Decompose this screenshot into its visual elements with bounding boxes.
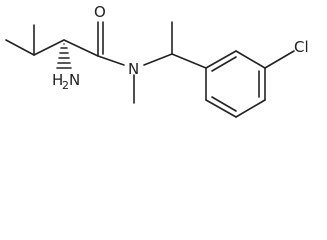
amine-subscript-label: 2 bbox=[62, 79, 69, 92]
bond-isopropyl-calpha bbox=[33, 39, 65, 56]
stereo-hash-bond bbox=[56, 43, 72, 69]
bond-methyl-left bbox=[5, 39, 35, 56]
bond-nitrogen-ch bbox=[143, 53, 173, 66]
bond-carbonyl-nitrogen bbox=[97, 55, 125, 66]
chlorine-label: Cl bbox=[294, 38, 309, 56]
oxygen-label: O bbox=[94, 3, 106, 21]
structure-diagram: O N H 2 N Cl bbox=[5, 3, 309, 118]
amine-n-label: N bbox=[69, 71, 80, 89]
bond-ring-chlorine bbox=[264, 50, 295, 69]
molecule-drawing: O N H 2 N Cl bbox=[5, 3, 309, 118]
amine-h-label: H bbox=[52, 71, 63, 89]
nitrogen-label: N bbox=[128, 60, 139, 78]
benzene-ring bbox=[205, 50, 266, 118]
bond-calpha-carbonyl bbox=[63, 39, 99, 57]
bond-ch-ring bbox=[171, 53, 207, 69]
